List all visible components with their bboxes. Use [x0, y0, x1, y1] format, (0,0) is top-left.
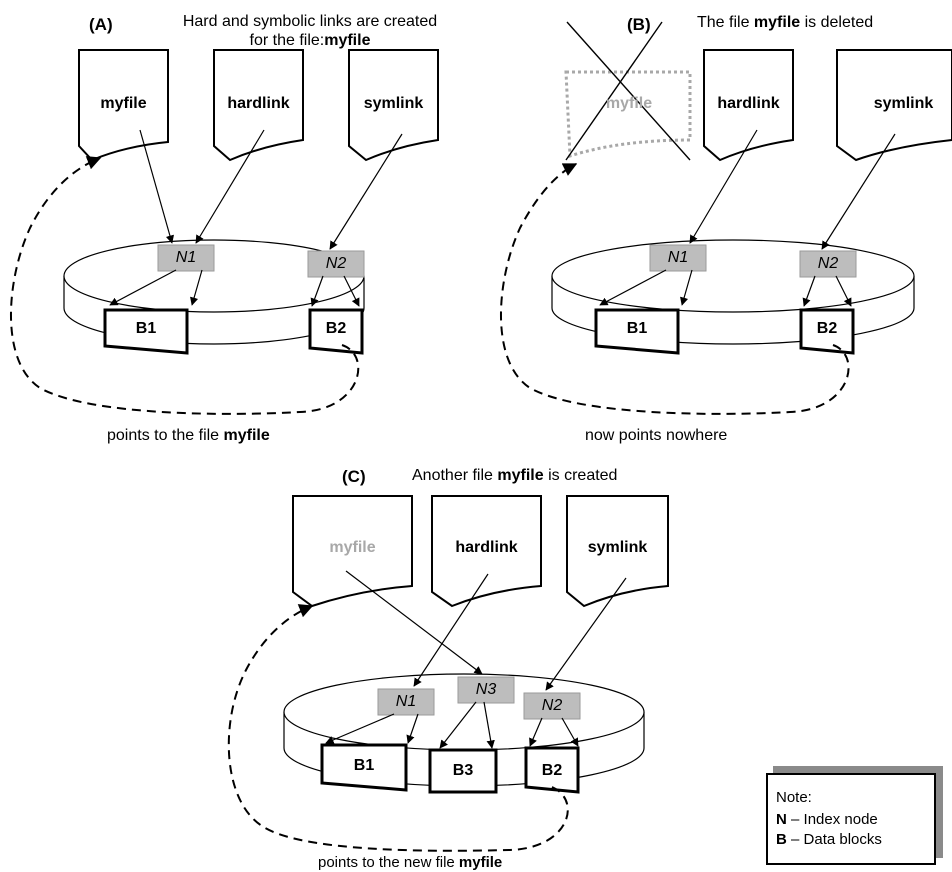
panel-c-footer: points to the new file myfile — [318, 853, 502, 872]
note-key-b: B — [776, 831, 787, 848]
block-label-b1-c: B1 — [353, 757, 375, 774]
panel-a-graphics — [10, 49, 439, 415]
file-label-hardlink-b: hardlink — [717, 95, 780, 112]
panel-a-caption-line2: for the file:myfile — [160, 31, 460, 50]
block-b3-c — [428, 748, 498, 794]
block-label-b1-a: B1 — [135, 320, 157, 337]
inode-label-n1-c: N1 — [395, 693, 417, 710]
delete-cross-line-2 — [565, 21, 663, 161]
panel-a-footer: points to the file myfile — [107, 426, 270, 445]
panel-a-caption-bold: myfile — [324, 32, 371, 49]
block-b2-a — [308, 308, 364, 355]
panel-c-caption: Another file myfile is created — [412, 466, 617, 485]
panel-b-tag: (B) — [627, 15, 651, 34]
file-label-symlink-a: symlink — [363, 95, 424, 112]
note-title: Note: — [776, 789, 812, 806]
block-b2-c — [524, 746, 580, 794]
panel-c-tag: (C) — [342, 467, 366, 486]
file-label-hardlink-c: hardlink — [455, 539, 518, 556]
inode-n2-a — [307, 250, 365, 278]
inode-n2-b — [799, 250, 857, 278]
delete-cross-line-1 — [566, 21, 691, 161]
panel-a-caption-prefix: for the file: — [249, 32, 325, 49]
file-label-symlink-b: symlink — [873, 95, 934, 112]
doc-hardlink-b — [703, 49, 794, 162]
block-label-b2-b: B2 — [816, 320, 838, 337]
inode-n1-a — [157, 244, 215, 272]
panel-a-caption-line1: Hard and symbolic links are created — [182, 13, 438, 30]
panel-b-caption-suffix: is deleted — [800, 14, 874, 31]
inode-label-n2-c: N2 — [541, 697, 563, 714]
inode-label-n3-c: N3 — [475, 681, 497, 698]
inode-label-n2-a: N2 — [325, 255, 347, 272]
file-label-symlink-c: symlink — [587, 539, 648, 556]
note-line-index-node: N – Index node — [776, 810, 878, 829]
doc-symlink-c — [566, 495, 669, 608]
note-text-data-blocks: – Data blocks — [786, 831, 882, 848]
note-line-data-blocks: B – Data blocks — [776, 830, 882, 849]
file-label-myfile-deleted: myfile — [605, 95, 653, 112]
note-key-n: N — [776, 811, 787, 828]
inode-label-n1-b: N1 — [667, 249, 689, 266]
doc-hardlink-a — [213, 49, 304, 162]
block-label-b3-c: B3 — [452, 762, 474, 779]
doc-symlink-a — [348, 49, 439, 162]
panel-c-caption-bold: myfile — [497, 467, 544, 484]
block-b2-b — [799, 308, 855, 355]
inode-n3-c — [457, 676, 515, 704]
block-b1-a — [103, 308, 189, 355]
inode-n2-c — [523, 692, 581, 720]
block-b1-b — [594, 308, 680, 355]
inode-n1-c — [377, 688, 435, 716]
panel-c-caption-suffix: is created — [543, 467, 618, 484]
inode-n1-b — [649, 244, 707, 272]
panel-b-caption-bold: myfile — [753, 14, 801, 31]
doc-myfile-deleted — [564, 70, 692, 159]
panel-b-graphics — [500, 21, 952, 415]
panel-a-tag: (A) — [89, 15, 113, 34]
panel-c-graphics — [227, 495, 669, 852]
panel-c-caption-prefix: Another file — [412, 467, 498, 484]
panel-a-footer-prefix: points to the file — [107, 427, 224, 444]
file-label-myfile-new: myfile — [329, 539, 376, 556]
panel-b-footer: now points nowhere — [585, 427, 728, 444]
block-b1-c — [320, 743, 408, 792]
file-label-myfile-a: myfile — [100, 95, 147, 112]
file-label-hardlink-a: hardlink — [227, 95, 290, 112]
note-text-index-node: – Index node — [786, 811, 878, 828]
panel-b-caption-prefix: The file — [697, 14, 754, 31]
panel-c-footer-bold: myfile — [458, 854, 503, 871]
inode-label-n2-b: N2 — [817, 255, 839, 272]
block-label-b1-b: B1 — [626, 320, 648, 337]
panel-a-footer-bold: myfile — [223, 427, 270, 444]
panel-b-caption: The file myfile is deleted — [697, 13, 873, 32]
block-label-b2-a: B2 — [325, 320, 347, 337]
panel-c-footer-prefix: points to the new file — [318, 854, 459, 871]
inode-label-n1-a: N1 — [175, 249, 197, 266]
doc-hardlink-c — [431, 495, 542, 608]
block-label-b2-c: B2 — [541, 762, 563, 779]
legend-note: Note: N – Index node B – Data blocks — [766, 773, 936, 865]
